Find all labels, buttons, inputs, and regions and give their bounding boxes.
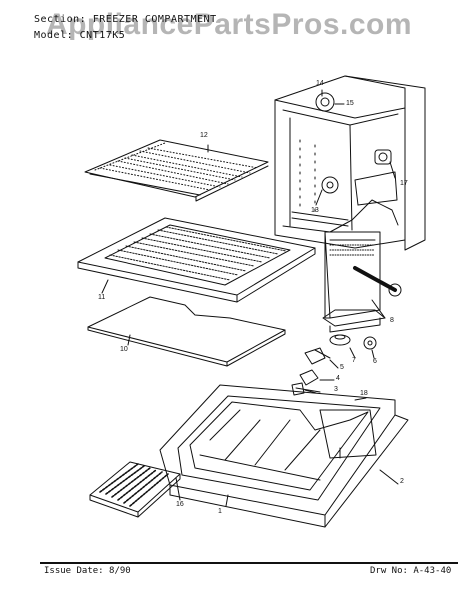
callout-3: 3 xyxy=(334,386,338,393)
callout-11: 11 xyxy=(98,294,106,301)
freezer-cabinet xyxy=(274,75,426,251)
callout-14: 14 xyxy=(316,80,324,87)
callout-7: 7 xyxy=(352,357,356,364)
callout-12: 12 xyxy=(200,132,208,139)
callout-13: 13 xyxy=(311,207,319,214)
callout-16: 16 xyxy=(176,501,184,508)
shelf-pan xyxy=(87,296,286,367)
model-prefix: Model: xyxy=(34,30,74,41)
issue-date: Issue Date: 8/90 xyxy=(44,566,131,576)
callout-8: 8 xyxy=(390,317,394,324)
callout-17: 17 xyxy=(400,180,408,187)
hardware-parts xyxy=(291,334,377,396)
callout-2: 2 xyxy=(400,478,404,485)
callout-4: 4 xyxy=(336,375,340,382)
freezer-door xyxy=(159,384,409,528)
callout-1: 1 xyxy=(218,508,222,515)
callout-6: 6 xyxy=(373,358,377,365)
section-value: FREEZER COMPARTMENT xyxy=(92,14,217,25)
wire-shelf xyxy=(84,139,269,202)
ice-tray xyxy=(89,461,181,518)
callout-10: 10 xyxy=(120,346,128,353)
model-line: Model: CNT17K5 xyxy=(34,30,125,41)
evaporator-cover xyxy=(322,231,402,333)
drawing-number: Drw No: A-43-40 xyxy=(370,566,452,576)
section-prefix: Section: xyxy=(34,14,87,25)
callout-15: 15 xyxy=(346,100,354,107)
footer-rule xyxy=(40,562,458,564)
watermark: AppliancePartsPros.com xyxy=(45,8,413,41)
model-value: CNT17K5 xyxy=(79,30,126,41)
callout-18: 18 xyxy=(360,390,368,397)
section-line: Section: FREEZER COMPARTMENT xyxy=(34,14,217,25)
ribbed-shelf xyxy=(77,217,316,303)
callout-5: 5 xyxy=(340,364,344,371)
